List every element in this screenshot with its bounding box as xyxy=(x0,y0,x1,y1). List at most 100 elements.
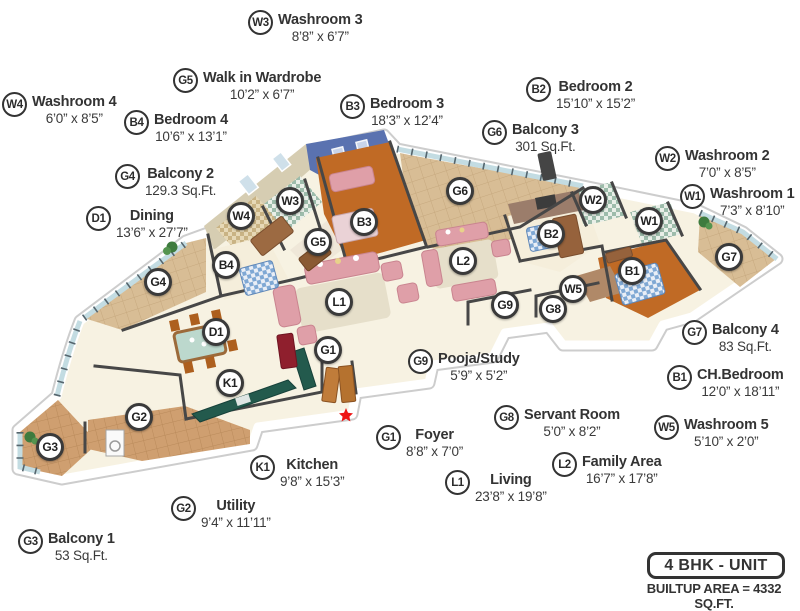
room-name: Servant Room xyxy=(524,407,620,423)
room-dims: 5’0” x 8’2” xyxy=(543,424,601,440)
room-badge: G6 xyxy=(482,120,507,145)
room-name: Living xyxy=(490,472,532,488)
room-name: Kitchen xyxy=(286,457,339,473)
room-name: Bedroom 2 xyxy=(558,79,633,95)
room-badge: W2 xyxy=(655,146,680,171)
room-dims: 18’3” x 12’4” xyxy=(371,113,443,129)
room-dims: 16’7” x 17’8” xyxy=(585,471,658,487)
room-name: Balcony 4 xyxy=(712,322,779,338)
room-dims: 129.3 Sq.Ft. xyxy=(145,183,217,199)
room-badge: G3 xyxy=(18,529,43,554)
room-badge: G8 xyxy=(494,405,519,430)
plan-marker-g1: G1 xyxy=(314,336,342,364)
room-dims: 8’8” x 6’7” xyxy=(291,29,349,45)
room-name: Dining xyxy=(129,208,174,224)
plan-marker-g6: G6 xyxy=(446,177,474,205)
plan-marker-k1: K1 xyxy=(216,369,244,397)
room-badge: G4 xyxy=(115,164,140,189)
room-dims: 5’10” x 2’0” xyxy=(694,434,759,450)
room-name: Family Area xyxy=(582,454,662,470)
room-badge: L2 xyxy=(552,452,577,477)
room-name: CH.Bedroom xyxy=(697,367,784,383)
room-badge: G1 xyxy=(376,425,401,450)
plan-marker-w5: W5 xyxy=(559,275,587,303)
plan-marker-g9: G9 xyxy=(491,291,519,319)
entry-star xyxy=(339,408,353,422)
room-dims: 7’3” x 8’10” xyxy=(720,203,785,219)
dining-furniture xyxy=(169,309,239,374)
room-badge: D1 xyxy=(86,206,111,231)
plan-marker-d1: D1 xyxy=(202,318,230,346)
room-name: Foyer xyxy=(415,427,454,443)
room-dims: 10’6” x 13’1” xyxy=(155,129,227,145)
room-name: Washroom 5 xyxy=(684,417,769,433)
room-dims: 12’0” x 18’11” xyxy=(701,384,780,400)
plan-marker-w2: W2 xyxy=(579,186,607,214)
plan-marker-b3: B3 xyxy=(350,208,378,236)
room-badge: B3 xyxy=(340,94,365,119)
room-dims: 15’10” x 15’2” xyxy=(556,96,635,112)
room-dims: 83 Sq.Ft. xyxy=(718,339,772,355)
plan-marker-g3: G3 xyxy=(36,433,64,461)
room-name: Washroom 4 xyxy=(32,94,117,110)
room-badge: B1 xyxy=(667,365,692,390)
plan-marker-g4: G4 xyxy=(144,268,172,296)
room-name: Pooja/Study xyxy=(438,351,520,367)
room-badge: G5 xyxy=(173,68,198,93)
room-badge: W3 xyxy=(248,10,273,35)
plants xyxy=(24,216,713,445)
plan-marker-g7: G7 xyxy=(715,243,743,271)
entrance-door xyxy=(321,365,357,422)
room-dims: 9’8” x 15’3” xyxy=(280,474,345,490)
room-badge: L1 xyxy=(445,470,470,495)
unit-type-box: 4 BHK - UNIT xyxy=(647,552,785,579)
room-badge: G9 xyxy=(408,349,433,374)
room-name: Balcony 3 xyxy=(512,122,579,138)
room-dims: 8’8” x 7’0” xyxy=(406,444,464,460)
plan-marker-g2: G2 xyxy=(125,403,153,431)
room-name: Walk in Wardrobe xyxy=(203,70,322,86)
plan-marker-b1: B1 xyxy=(618,257,646,285)
room-dims: 13’6” x 27’7” xyxy=(116,225,188,241)
room-badge: G7 xyxy=(682,320,707,345)
room-dims: 10’2” x 6’7” xyxy=(229,87,295,103)
room-name: Bedroom 3 xyxy=(370,96,444,112)
plan-marker-b2: B2 xyxy=(537,220,565,248)
room-dims: 9’4” x 11’11” xyxy=(201,515,271,531)
room-name: Balcony 1 xyxy=(48,531,115,547)
room-name: Washroom 3 xyxy=(278,12,363,28)
plan-marker-w1: W1 xyxy=(635,207,663,235)
room-badge: K1 xyxy=(250,455,275,480)
room-dims: 23’8” x 19’8” xyxy=(475,489,547,505)
plan-marker-l1: L1 xyxy=(325,288,353,316)
room-badge: W1 xyxy=(680,184,705,209)
room-name: Washroom 2 xyxy=(685,148,770,164)
plan-marker-w4: W4 xyxy=(227,202,255,230)
room-badge: G2 xyxy=(171,496,196,521)
room-dims: 301 Sq.Ft. xyxy=(515,139,576,155)
interior-walls xyxy=(83,140,703,454)
builtup-area-label: BUILTUP AREA = 4332 SQ.FT. xyxy=(646,581,782,611)
plan-marker-b4: B4 xyxy=(212,251,240,279)
room-name: Utility xyxy=(216,498,256,514)
room-dims: 7’0” x 8’5” xyxy=(698,165,756,181)
